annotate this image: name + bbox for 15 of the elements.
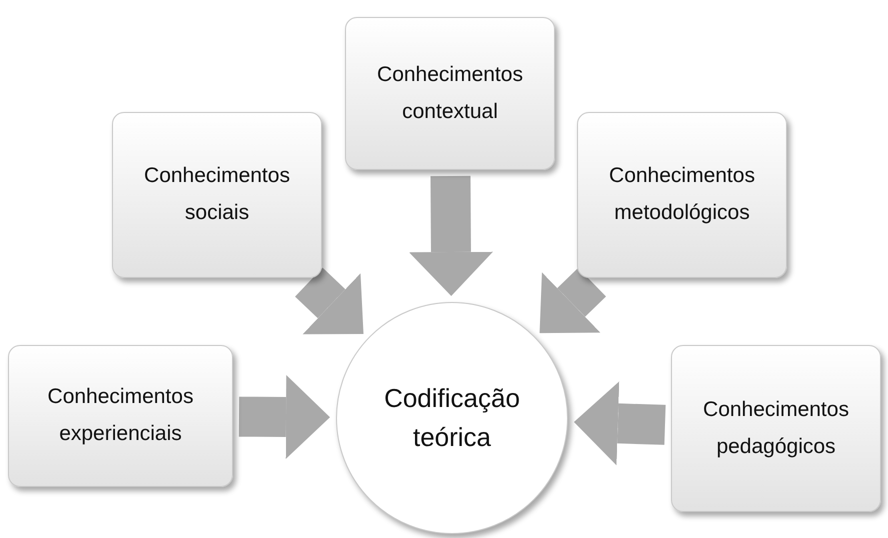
arrow: [408, 176, 493, 296]
process-box: [671, 345, 881, 512]
process-box: [577, 112, 787, 278]
process-box: [345, 17, 555, 170]
node-label: Conhecimentos metodológicos: [608, 163, 756, 226]
process-box: [112, 112, 322, 278]
node-label: Codificação teórica: [383, 382, 521, 454]
node-label: Conhecimentos pedagógicos: [702, 396, 850, 460]
node-label: Conhecimentos experienciais: [46, 384, 194, 447]
arrow: [238, 375, 330, 459]
process-box: [8, 345, 233, 487]
arrow: [295, 268, 364, 334]
arrow: [540, 268, 606, 334]
node-label: Conhecimentos sociais: [143, 163, 291, 226]
node-label: Conhecimentos contextual: [376, 62, 524, 124]
